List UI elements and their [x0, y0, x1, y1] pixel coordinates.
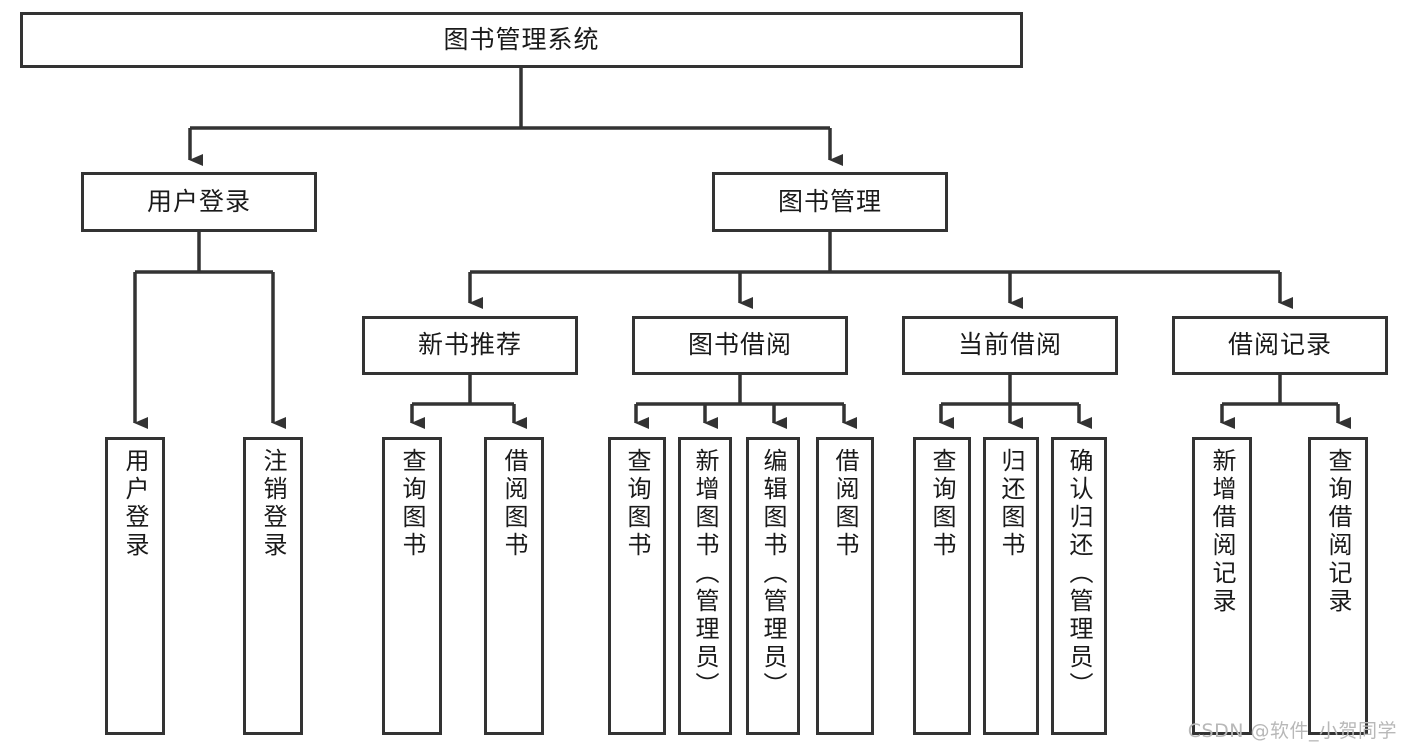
- node-label: 查询图书: [398, 448, 426, 560]
- node-label: 归还图书: [997, 448, 1025, 560]
- leaf-borrow-borrow-book[interactable]: 借阅图书: [816, 437, 874, 735]
- leaf-user-logout[interactable]: 注销登录: [243, 437, 303, 735]
- node-book-borrow[interactable]: 图书借阅: [632, 316, 848, 375]
- leaf-user-login[interactable]: 用户登录: [105, 437, 165, 735]
- node-label: 新增图书（管理员）: [691, 448, 719, 700]
- node-label: 图书管理: [777, 186, 882, 216]
- leaf-recommend-borrow-book[interactable]: 借阅图书: [484, 437, 544, 735]
- leaf-current-return-book[interactable]: 归还图书: [983, 437, 1039, 735]
- node-label: 用户登录: [146, 186, 251, 216]
- node-new-book-recommend[interactable]: 新书推荐: [362, 316, 578, 375]
- node-user-login[interactable]: 用户登录: [81, 172, 317, 232]
- node-label: 借阅图书: [500, 448, 528, 560]
- node-label: 编辑图书（管理员）: [759, 448, 787, 700]
- node-label: 新增借阅记录: [1208, 448, 1236, 616]
- csdn-watermark: CSDN @软件_小贺同学: [1187, 720, 1397, 742]
- node-book-management[interactable]: 图书管理: [712, 172, 948, 232]
- node-label: 注销登录: [259, 448, 287, 560]
- leaf-recommend-query-book[interactable]: 查询图书: [382, 437, 442, 735]
- leaf-record-query-record[interactable]: 查询借阅记录: [1308, 437, 1368, 735]
- node-root-system[interactable]: 图书管理系统: [20, 12, 1023, 68]
- node-label: 查询借阅记录: [1324, 448, 1352, 616]
- leaf-borrow-edit-book-admin[interactable]: 编辑图书（管理员）: [746, 437, 800, 735]
- leaf-current-confirm-return-admin[interactable]: 确认归还（管理员）: [1051, 437, 1107, 735]
- node-label: 新书推荐: [417, 330, 522, 360]
- node-label: 当前借阅: [957, 330, 1062, 360]
- node-label: 图书借阅: [687, 330, 792, 360]
- node-label: 查询图书: [623, 448, 651, 560]
- node-label: 用户登录: [121, 448, 149, 560]
- leaf-record-add-record[interactable]: 新增借阅记录: [1192, 437, 1252, 735]
- node-label: 确认归还（管理员）: [1065, 448, 1093, 700]
- node-label: 借阅记录: [1227, 330, 1332, 360]
- node-current-borrow[interactable]: 当前借阅: [902, 316, 1118, 375]
- leaf-current-query-book[interactable]: 查询图书: [913, 437, 971, 735]
- node-borrow-record[interactable]: 借阅记录: [1172, 316, 1388, 375]
- leaf-borrow-query-book[interactable]: 查询图书: [608, 437, 666, 735]
- leaf-borrow-add-book-admin[interactable]: 新增图书（管理员）: [678, 437, 732, 735]
- node-label: 查询图书: [928, 448, 956, 560]
- node-label: 借阅图书: [831, 448, 859, 560]
- node-label: 图书管理系统: [443, 24, 600, 54]
